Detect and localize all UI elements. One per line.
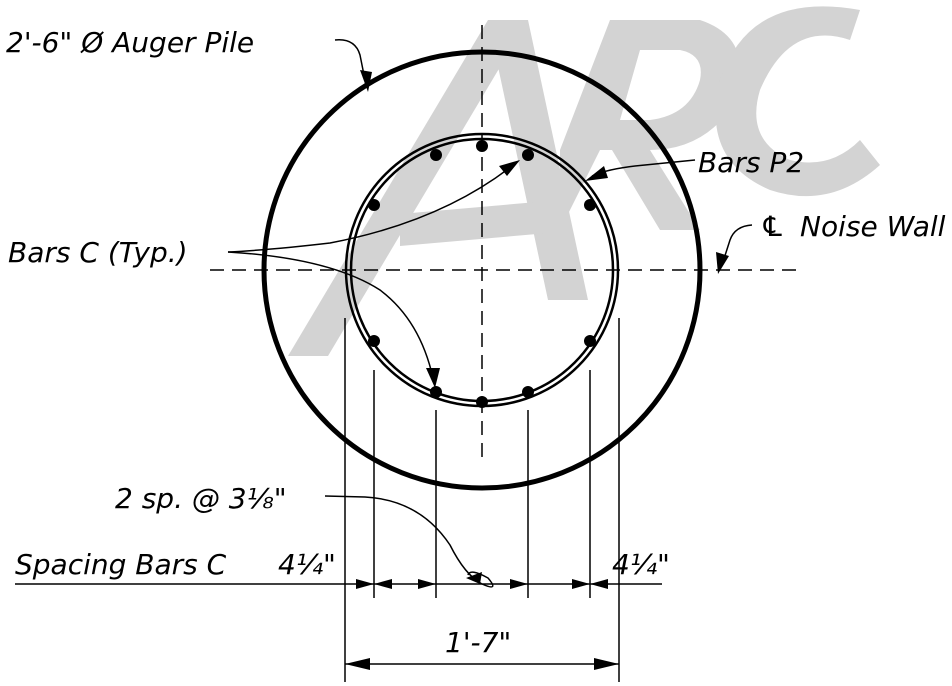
spacing-bars-c-label: Spacing Bars C <box>15 548 227 581</box>
arrowhead <box>594 658 619 670</box>
bar-c <box>584 199 596 211</box>
leader-bars-c-upper <box>227 165 513 253</box>
leader-arrowhead <box>716 252 729 274</box>
dim-right-label: 4¼" <box>612 548 670 581</box>
bars-c-group <box>368 140 596 408</box>
bars-p2-label: Bars P2 <box>698 146 804 179</box>
arrowhead <box>418 579 436 589</box>
dim-overall-label: 1'-7" <box>445 626 511 659</box>
leader-arrowhead <box>499 160 520 176</box>
auger-pile-label: 2'-6" Ø Auger Pile <box>6 26 254 59</box>
arrowhead <box>345 658 370 670</box>
bar-c <box>430 149 442 161</box>
watermark-letter-c <box>715 6 880 197</box>
bar-c <box>522 386 534 398</box>
bar-c <box>476 396 488 408</box>
bar-c <box>368 199 380 211</box>
arrowhead <box>374 579 392 589</box>
leader-arrowhead <box>466 572 482 584</box>
arrowhead <box>510 579 528 589</box>
leader-noise-wall <box>721 224 753 266</box>
spacing-dimension-arrows <box>356 579 608 589</box>
noise-wall-label: Noise Wall <box>800 210 946 243</box>
dim-left-label: 4¼" <box>278 548 336 581</box>
arrowhead <box>572 579 590 589</box>
bar-c <box>430 386 442 398</box>
watermark-letter-a-bar <box>400 200 560 246</box>
bar-c <box>584 335 596 347</box>
leader-arrowhead <box>360 70 372 92</box>
bar-c <box>476 140 488 152</box>
leader-spacing-note <box>324 495 494 588</box>
bars-c-typ-label: Bars C (Typ.) <box>8 236 188 269</box>
leader-auger-pile <box>334 39 367 86</box>
overall-dimension-arrows <box>345 658 619 670</box>
bar-c <box>522 149 534 161</box>
watermark-letter-a-left <box>288 20 528 356</box>
centerline-symbol: ℄ <box>760 210 785 243</box>
leader-bars-c-lower <box>227 251 434 379</box>
arrowhead <box>590 579 608 589</box>
leader-arrowhead <box>585 166 608 181</box>
leader-arrowhead <box>426 368 440 388</box>
watermark-letter-a-right <box>488 20 588 300</box>
watermark <box>288 6 880 356</box>
spacing-note-label: 2 sp. @ 3⅛" <box>115 482 287 515</box>
arrowhead <box>356 579 374 589</box>
extension-lines <box>344 318 620 682</box>
watermark-letter-r <box>560 20 740 230</box>
bar-c <box>368 335 380 347</box>
